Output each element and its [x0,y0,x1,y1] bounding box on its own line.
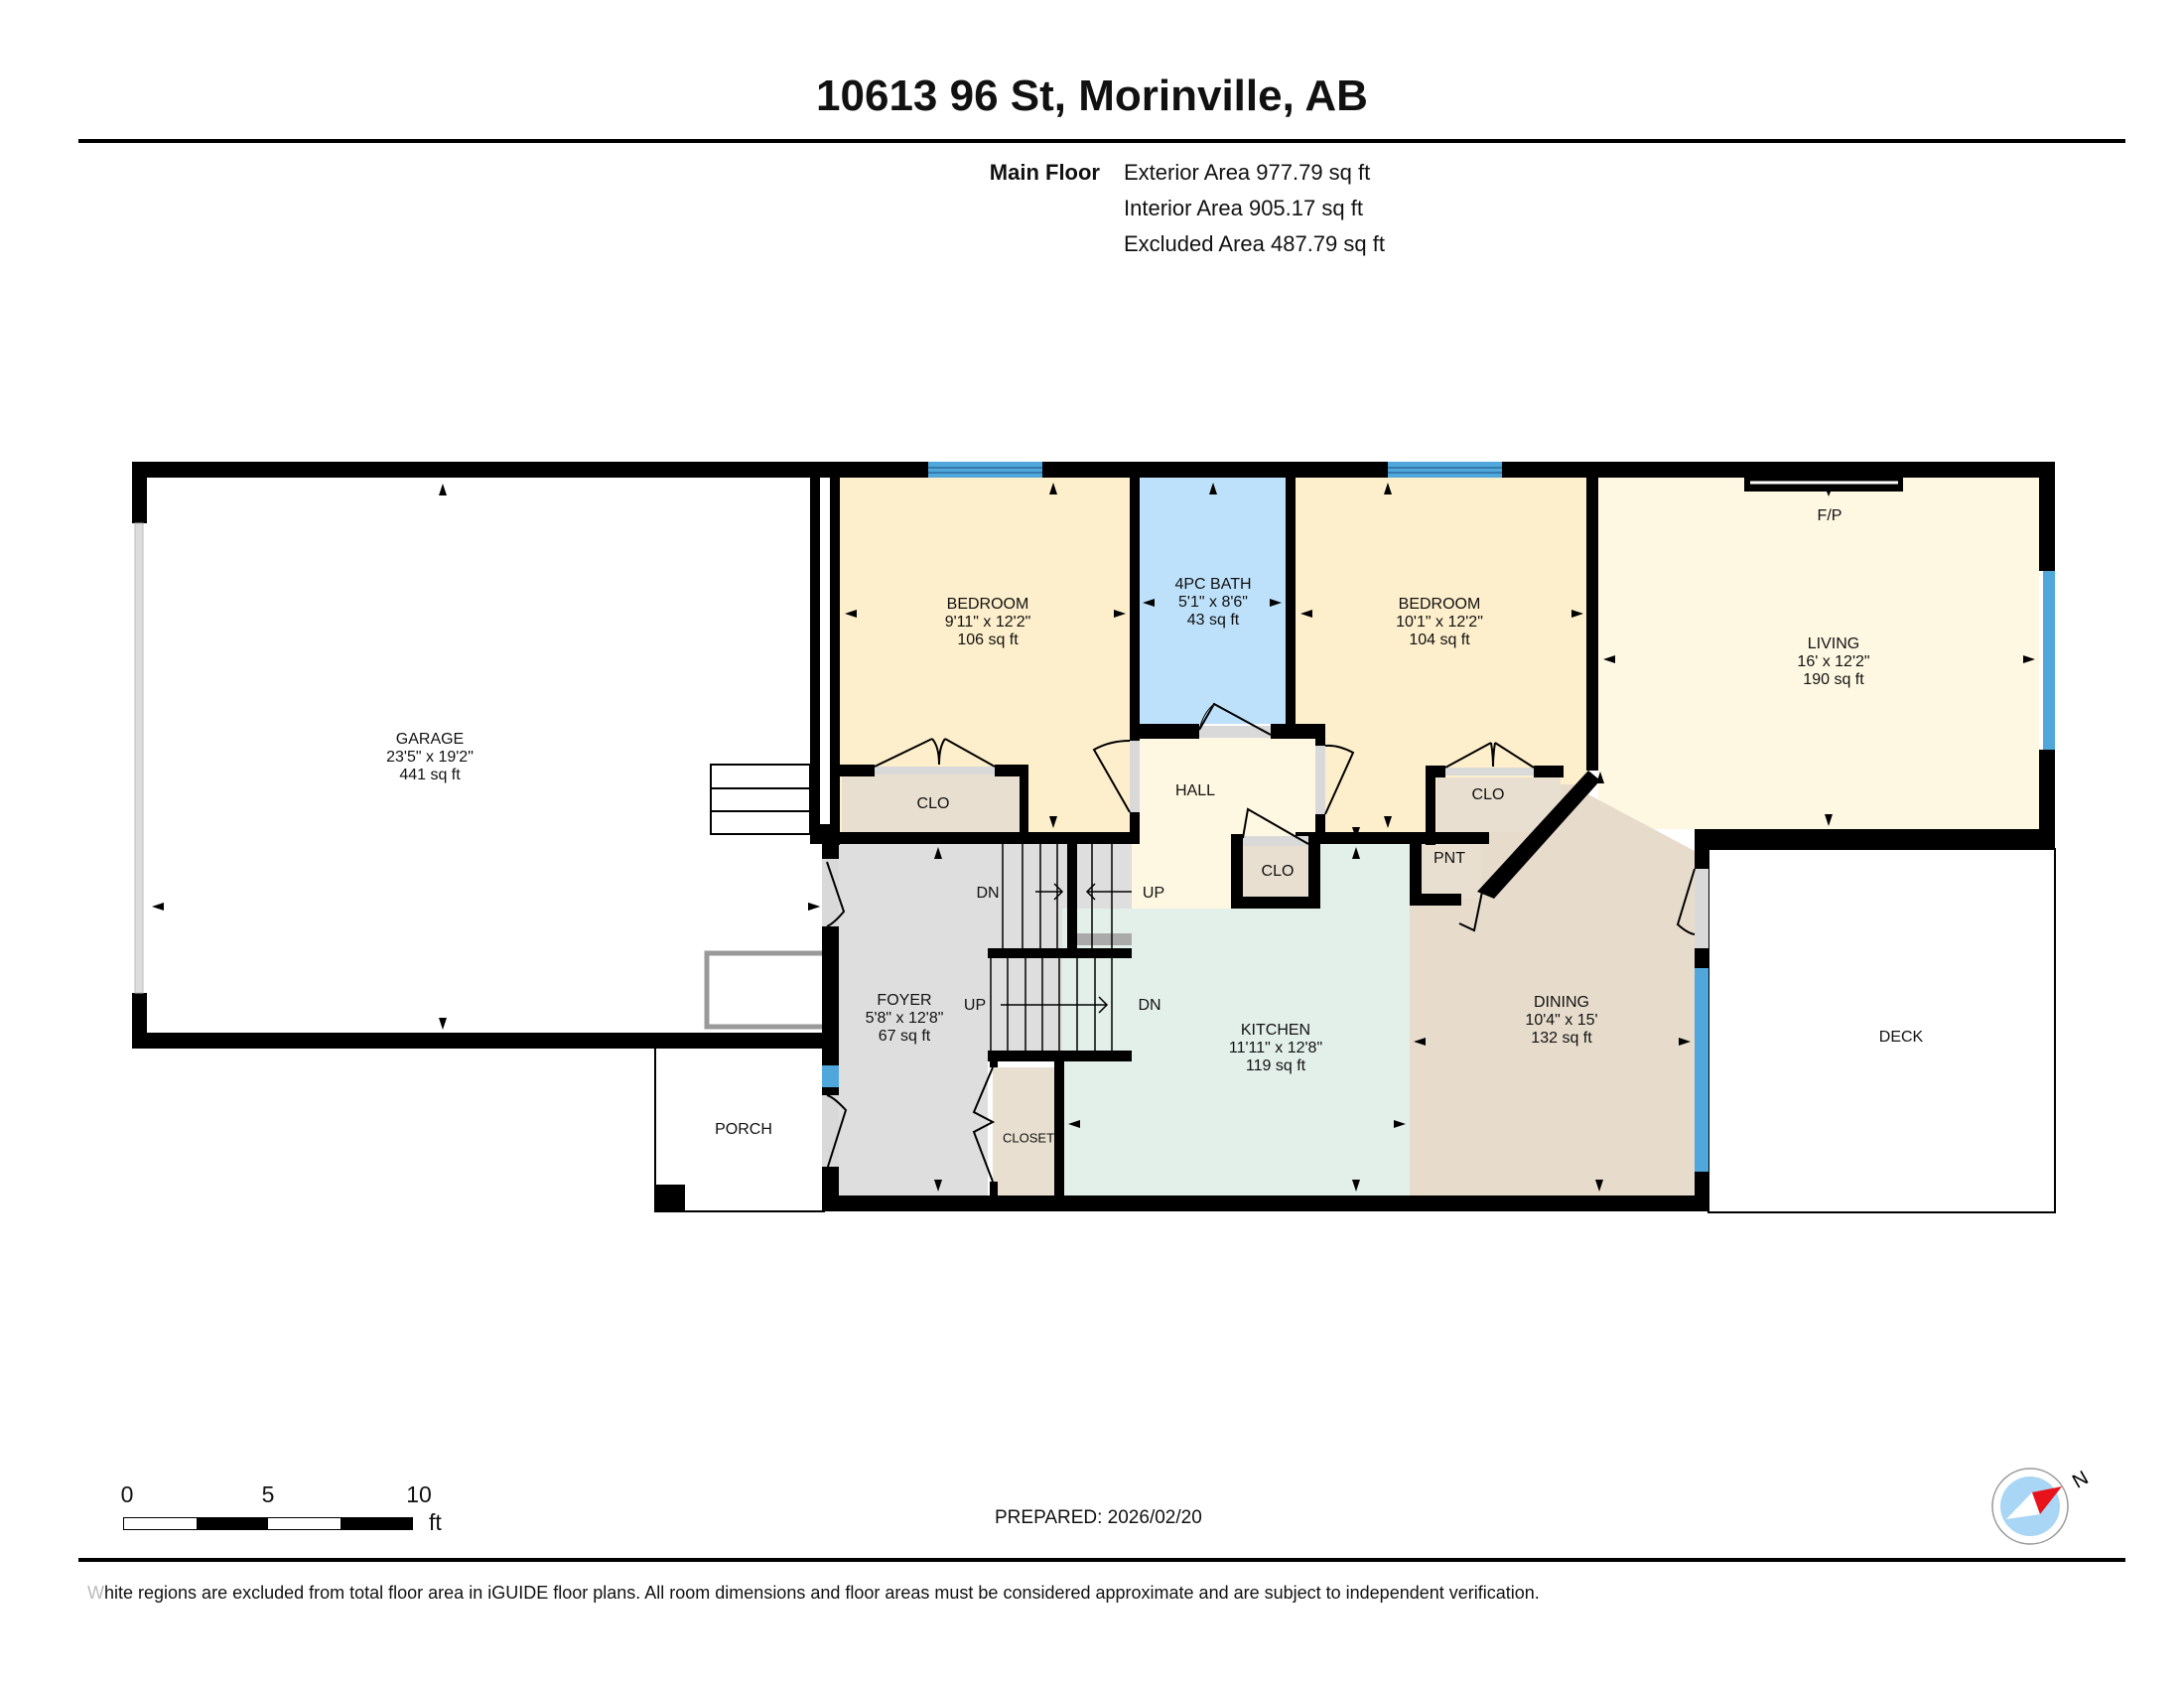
room-foyer: FOYER 5'8" x 12'8" 67 sq ft [866,992,944,1046]
room-name: 4PC BATH [1174,576,1252,593]
room-name: KITCHEN [1240,1022,1311,1039]
room-area: 43 sq ft [1186,612,1240,629]
garage-door [134,522,144,994]
closet2-floor [1436,777,1561,832]
door-deck [1676,868,1696,935]
room-name: FOYER [877,992,932,1009]
room-bedroom1: BEDROOM 9'11" x 12'2" 106 sq ft [945,596,1031,649]
label-fireplace: F/P [1817,507,1843,524]
door-closet1 [874,738,996,768]
door-foyer-closet [972,1066,996,1183]
garage-floor [147,478,810,1033]
label-hall-closet: CLO [1261,863,1295,880]
label-pantry: PNT [1433,850,1465,867]
room-dims: 10'4" x 15' [1525,1012,1598,1029]
room-garage: GARAGE 23'5" x 19'2" 441 sq ft [386,731,474,784]
label-stair-dn-upper: DN [976,885,1000,902]
foyer-closet-floor [993,1067,1054,1196]
window-foyer [822,1065,839,1087]
foyer-floor [839,844,988,1196]
room-name: LIVING [1807,635,1860,652]
scale-unit: ft [429,1509,442,1535]
porch-outline [654,1044,825,1212]
room-kitchen: KITCHEN 11'11" x 12'8" 119 sq ft [1229,1022,1322,1075]
interior-area: Interior Area 905.17 sq ft [1124,196,1363,220]
room-area: 119 sq ft [1245,1057,1306,1074]
exterior-area: Exterior Area 977.79 sq ft [1124,160,1371,185]
label-stair-up-lower: UP [963,997,987,1014]
scale-tick-10: 10 [406,1481,432,1507]
compass-north-label: N [2069,1467,2090,1492]
label-closet2: CLO [1471,786,1505,803]
label-stair-up-upper: UP [1142,885,1165,902]
window-dining [1695,968,1708,1172]
garage-steps [704,764,825,1030]
room-bath: 4PC BATH 5'1" x 8'6" 43 sq ft [1174,576,1251,630]
hall-closet-floor [1241,846,1308,898]
stair-arrow-up-upper [1085,883,1132,901]
label-deck: DECK [1878,1029,1924,1046]
walls [132,462,2055,1211]
bath-floor [1139,478,1286,724]
room-area: 104 sq ft [1409,632,1470,648]
door-bedroom1 [1092,740,1131,813]
label-foyer-closet: CLOSET [1002,1130,1055,1146]
stair-arrow-dn-upper [1035,883,1064,901]
room-dims: 5'1" x 8'6" [1178,594,1248,611]
label-porch: PORCH [715,1121,772,1138]
prepared-date: PREPARED: 2026/02/20 [995,1507,1202,1528]
window-living [2043,571,2055,750]
footer-disclaimer: White regions are excluded from total fl… [87,1583,1540,1604]
closet1-floor [842,774,1025,832]
kitchen-upper-floor [1320,844,1410,909]
door-closet2 [1444,742,1535,769]
footer-first-letter: W [87,1583,104,1603]
footer-divider [78,1558,2125,1562]
room-bedroom2: BEDROOM 10'1" x 12'2" 104 sq ft [1396,596,1483,649]
door-hall-closet [1242,807,1309,845]
pantry-floor [1422,844,1481,899]
room-dims: 5'8" x 12'8" [865,1010,944,1027]
door-bedroom2 [1324,744,1355,815]
room-dims: 10'1" x 12'2" [1396,614,1483,631]
footer-note-text: hite regions are excluded from total flo… [104,1583,1540,1603]
room-area: 190 sq ft [1803,671,1864,688]
floor-name: Main Floor [989,160,1100,185]
excluded-area: Excluded Area 487.79 sq ft [1124,231,1385,256]
room-area: 441 sq ft [399,767,461,783]
living-floor [1598,478,2039,829]
room-name: BEDROOM [1398,596,1481,613]
compass-icon: N [1991,1467,2090,1545]
scale-bar-graphic [123,1517,413,1530]
door-garage [826,861,846,927]
label-closet1: CLO [916,795,950,812]
window-bedroom1 [928,462,1042,478]
room-name: GARAGE [395,731,465,748]
stair-arrow-lower [1001,996,1109,1014]
room-area: 106 sq ft [957,632,1019,648]
header-divider [78,139,2125,143]
room-dims: 23'5" x 19'2" [386,749,474,766]
porch-post [655,1185,685,1212]
window-bedroom2 [1388,462,1502,478]
page-title: 10613 96 St, Morinville, AB [816,71,1368,120]
label-stair-dn-lower: DN [1138,997,1161,1014]
room-dims: 16' x 12'2" [1797,653,1870,670]
windows [822,462,2055,1172]
room-dims: 9'11" x 12'2" [944,614,1031,631]
room-area: 67 sq ft [878,1028,931,1045]
area-lines: Exterior Area 977.79 sq ft Interior Area… [1124,155,1385,262]
scale-tick-0: 0 [120,1481,134,1507]
room-name: DINING [1533,994,1589,1011]
room-living: LIVING 16' x 12'2" 190 sq ft [1797,635,1869,689]
room-area: 132 sq ft [1531,1030,1592,1047]
scale-tick-5: 5 [261,1481,275,1507]
label-hall: HALL [1174,782,1216,799]
room-name: BEDROOM [946,596,1029,613]
room-dims: 11'11" x 12'8" [1228,1040,1323,1056]
door-pantry [1458,891,1483,932]
room-dining: DINING 10'4" x 15' 132 sq ft [1525,994,1597,1048]
door-front [826,1094,848,1171]
